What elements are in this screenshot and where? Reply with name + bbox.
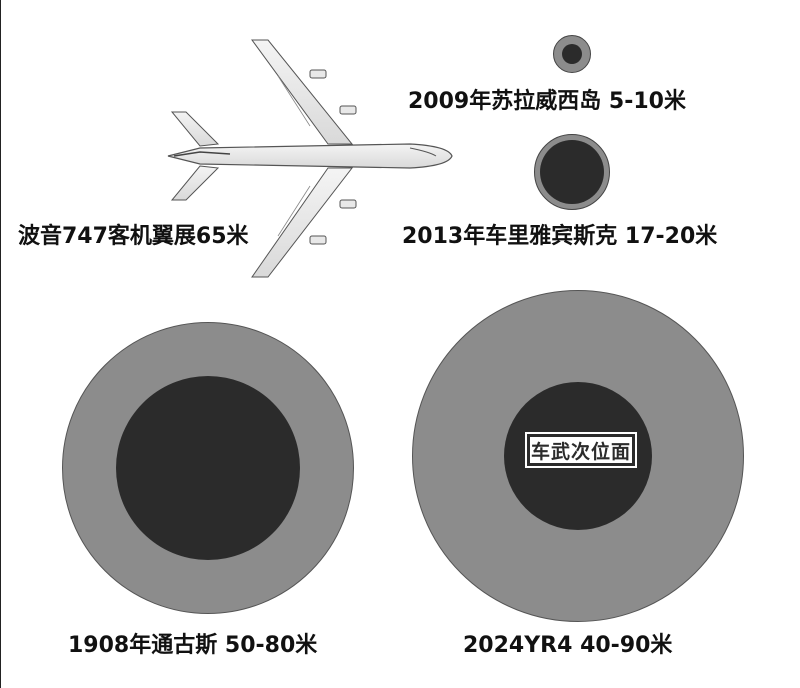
sulawesi-core: [562, 44, 582, 64]
watermark-text: 车武次位面: [530, 440, 631, 463]
left-border: [0, 0, 1, 688]
chelyabinsk-core: [540, 140, 604, 204]
tunguska-core: [116, 376, 300, 560]
boeing-label: 波音747客机翼展65米: [18, 224, 249, 249]
chelyabinsk-label: 2013年车里雅宾斯克 17-20米: [402, 224, 718, 249]
boeing-747-plane-image: [167, 39, 453, 278]
watermark-badge: 车武次位面: [525, 432, 637, 468]
yr4-label: 2024YR4 40-90米: [463, 633, 673, 658]
sulawesi-label: 2009年苏拉威西岛 5-10米: [408, 89, 686, 114]
tunguska-label: 1908年通古斯 50-80米: [68, 633, 318, 658]
